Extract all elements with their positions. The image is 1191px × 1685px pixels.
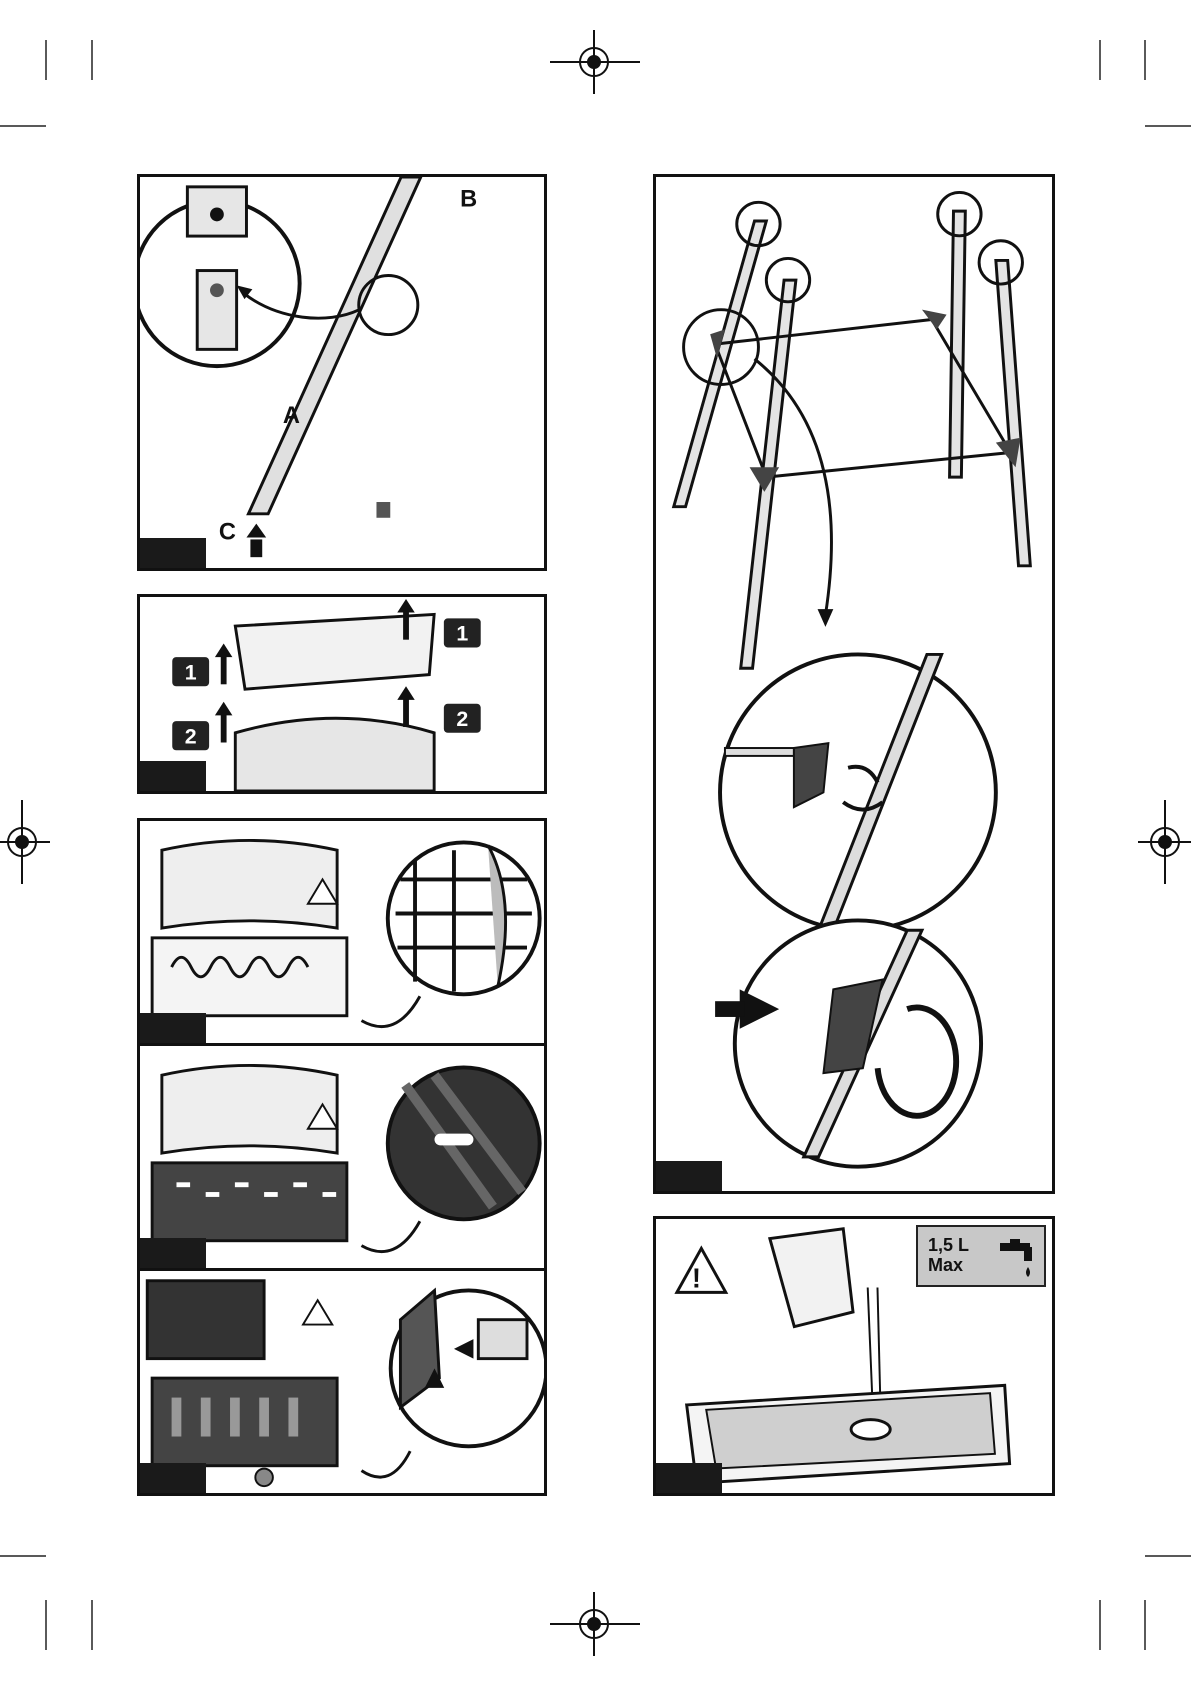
side-attachment-illustration bbox=[140, 1271, 544, 1493]
step-tab bbox=[656, 1161, 722, 1191]
leg-assembly-illustration: A B C bbox=[140, 177, 544, 568]
label-c: C bbox=[219, 519, 236, 545]
step-badge-1-right: 1 bbox=[456, 622, 468, 646]
label-b: B bbox=[460, 187, 477, 213]
panel-grill-plate bbox=[137, 1043, 547, 1271]
label-a: A bbox=[283, 403, 300, 429]
panel-leg-assembly: A B C bbox=[137, 174, 547, 571]
panel-side-attachment bbox=[137, 1268, 547, 1496]
step-tab bbox=[140, 1463, 206, 1493]
panel-lift-tray: 1 1 2 2 bbox=[137, 594, 547, 794]
grill-plate-illustration bbox=[140, 1046, 544, 1268]
step-tab bbox=[140, 1238, 206, 1268]
step-tab bbox=[140, 1013, 206, 1043]
warning-icon bbox=[677, 1248, 726, 1292]
step-badge-2-right: 2 bbox=[456, 707, 468, 731]
stand-assembly-illustration bbox=[656, 177, 1052, 1191]
grill-element-illustration bbox=[140, 821, 544, 1043]
panel-fill-water: ! 1,5 L Max bbox=[653, 1216, 1055, 1496]
step-badge-2-left: 2 bbox=[185, 724, 197, 748]
capacity-volume: 1,5 L bbox=[928, 1235, 969, 1255]
step-tab bbox=[656, 1463, 722, 1493]
tap-icon bbox=[998, 1237, 1042, 1281]
warning-icon bbox=[303, 1300, 332, 1324]
svg-text:!: ! bbox=[692, 1263, 701, 1294]
step-tab bbox=[140, 761, 206, 791]
capacity-max: Max bbox=[928, 1255, 969, 1275]
panel-stand-assembly bbox=[653, 174, 1055, 1194]
capacity-box: 1,5 L Max bbox=[916, 1225, 1046, 1287]
panel-grill-element bbox=[137, 818, 547, 1046]
step-badge-1-left: 1 bbox=[185, 660, 197, 684]
step-tab bbox=[140, 538, 206, 568]
